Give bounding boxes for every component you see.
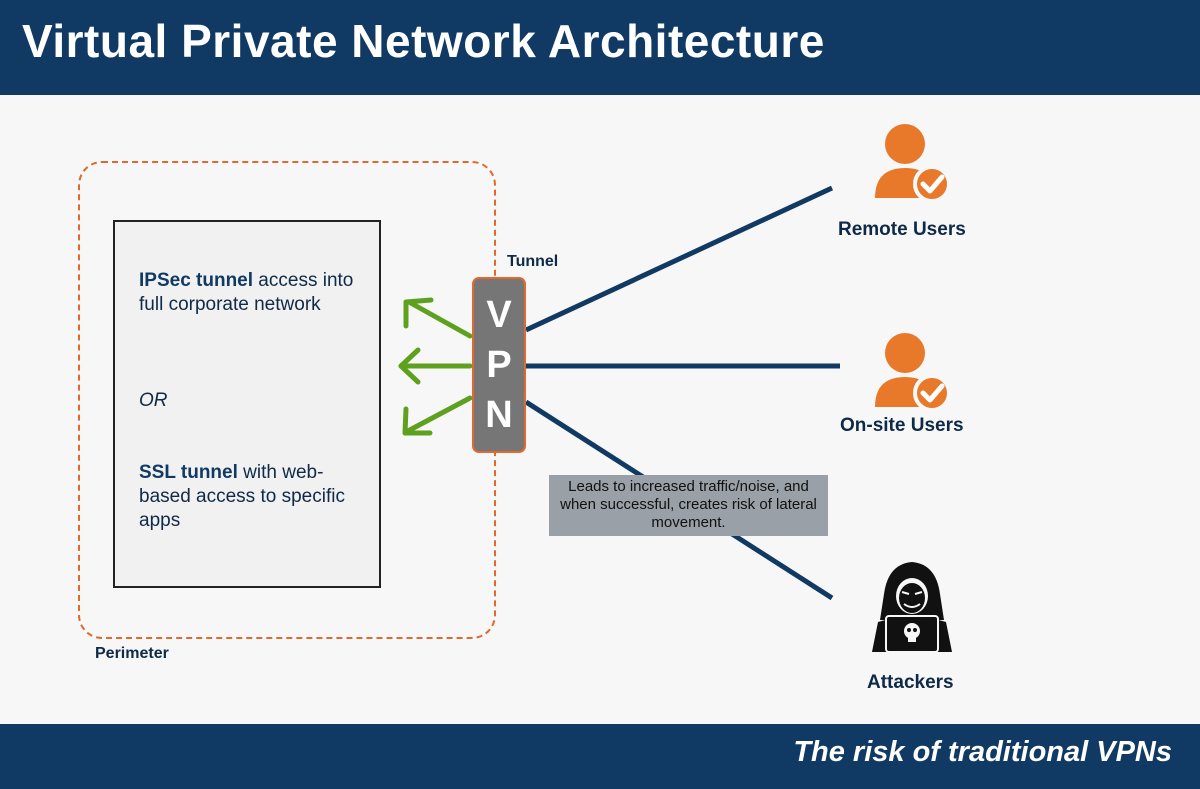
arrow-up-left xyxy=(406,299,473,339)
attackers-label: Attackers xyxy=(867,672,954,693)
tunnel-label: Tunnel xyxy=(507,253,559,270)
arrow-down-left-head xyxy=(402,406,433,436)
arrow-up-left-head xyxy=(403,297,434,329)
hacker-icon xyxy=(872,562,952,653)
or-text: OR xyxy=(139,390,168,411)
ssl-title: SSL tunnel xyxy=(139,462,238,483)
arrow-left-head xyxy=(398,347,421,385)
risk-note: Leads to increased traffic/noise, and wh… xyxy=(549,475,828,536)
ipsec-description: IPSec tunnel access into full corporate … xyxy=(139,269,369,317)
arrow-down-left xyxy=(403,395,473,435)
page-title: Virtual Private Network Architecture xyxy=(22,15,825,67)
vpn-gateway: V P N xyxy=(472,277,526,453)
footer-caption: The risk of traditional VPNs xyxy=(793,736,1172,768)
corporate-network-box: IPSec tunnel access into full corporate … xyxy=(113,220,381,588)
onsite-users-label: On-site Users xyxy=(840,415,964,436)
user-check-icon xyxy=(875,124,951,203)
vpn-letter-p: P xyxy=(486,344,512,386)
vpn-letter-v: V xyxy=(486,294,512,336)
remote-connection-line xyxy=(524,185,834,333)
footer-bar: The risk of traditional VPNs xyxy=(0,724,1200,789)
perimeter-label: Perimeter xyxy=(95,645,169,662)
ipsec-title: IPSec tunnel xyxy=(139,270,254,291)
user-check-icon xyxy=(875,333,951,412)
ssl-description: SSL tunnel with web-based access to spec… xyxy=(139,461,369,533)
remote-users-label: Remote Users xyxy=(838,219,966,240)
ssl-text: with web-based access to specific apps xyxy=(139,462,345,531)
ipsec-text: access into full corporate network xyxy=(139,270,354,315)
header-bar: Virtual Private Network Architecture xyxy=(0,0,1200,95)
vpn-letter-n: N xyxy=(485,394,513,436)
access-arrows xyxy=(398,297,473,436)
